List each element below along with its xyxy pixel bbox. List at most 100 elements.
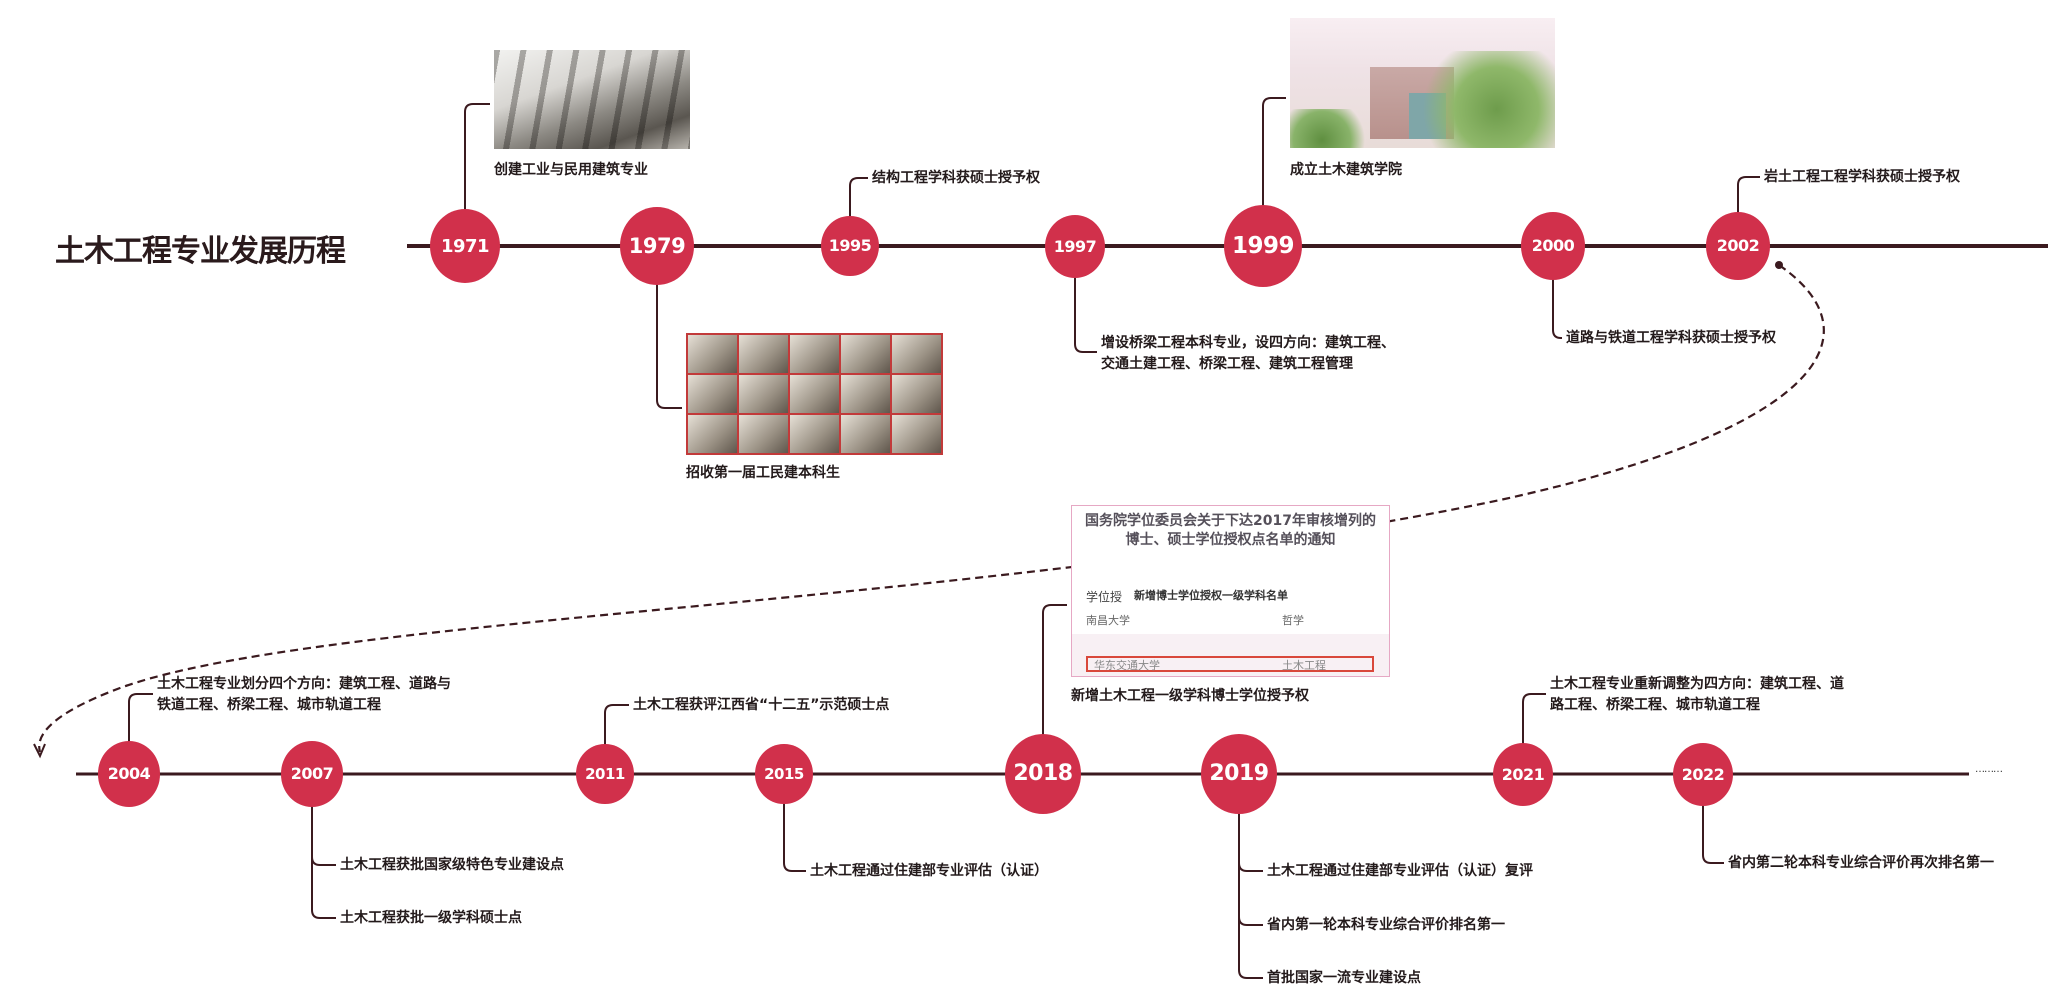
event-description: 新增土木工程一级学科博士学位授予权 bbox=[1071, 688, 1309, 704]
arrow-start-dot bbox=[1775, 261, 1783, 269]
collage-photo-tile bbox=[790, 335, 839, 373]
connector-line bbox=[604, 704, 629, 745]
year-label: 2018 bbox=[1013, 761, 1073, 787]
year-label: 2015 bbox=[764, 764, 804, 783]
event-description: 土木工程获批国家级特色专业建设点 bbox=[340, 857, 564, 873]
classroom-photo bbox=[494, 50, 690, 149]
building-photo bbox=[1290, 18, 1555, 148]
connector-line bbox=[1074, 276, 1097, 353]
collage-photo-tile bbox=[892, 375, 941, 413]
connector-line bbox=[783, 803, 806, 872]
year-node-2015[interactable]: 2015 bbox=[755, 743, 813, 805]
connector-line bbox=[1238, 812, 1263, 872]
dashed-continuation-arrow bbox=[38, 264, 1825, 753]
year-label: 2000 bbox=[1531, 236, 1575, 256]
document-header-right: 新增博士学位授权一级学科名单 bbox=[1134, 589, 1288, 602]
event-description: 土木工程获评江西省“十二五”示范硕士点 bbox=[633, 697, 890, 713]
connector-line bbox=[1042, 604, 1067, 736]
document-band bbox=[1072, 634, 1389, 676]
year-node-1997[interactable]: 1997 bbox=[1045, 214, 1105, 278]
event-description: 岩土工程工程学科获硕士授予权 bbox=[1764, 169, 1960, 185]
document-header-left: 学位授 bbox=[1086, 590, 1123, 604]
year-label: 1997 bbox=[1053, 236, 1097, 256]
event-description: 成立土木建筑学院 bbox=[1290, 162, 1402, 178]
document-title: 国务院学位委员会关于下达2017年审核增列的 博士、硕士学位授权点名单的通知 bbox=[1085, 513, 1376, 548]
year-label: 1995 bbox=[828, 236, 872, 256]
year-node-2000[interactable]: 2000 bbox=[1521, 212, 1585, 280]
collage-photo-tile bbox=[739, 335, 788, 373]
timeline-continuation: ……… bbox=[1975, 764, 2003, 775]
connector-line bbox=[128, 693, 153, 743]
connector-line bbox=[1238, 812, 1263, 979]
photo-collage bbox=[686, 333, 943, 455]
collage-photo-tile bbox=[790, 415, 839, 453]
year-node-1999[interactable]: 1999 bbox=[1224, 205, 1302, 287]
year-node-2007[interactable]: 2007 bbox=[281, 741, 343, 807]
collage-photo-tile bbox=[688, 375, 737, 413]
connector-line bbox=[656, 283, 682, 409]
year-label: 2021 bbox=[1501, 764, 1545, 784]
event-description: 土木工程获批一级学科硕士点 bbox=[340, 910, 522, 926]
year-node-2019[interactable]: 2019 bbox=[1201, 734, 1277, 814]
arrowhead-icon bbox=[33, 743, 46, 759]
document-row2-left: 华东交通大学 bbox=[1094, 659, 1160, 672]
connector-line bbox=[1262, 97, 1286, 207]
collage-photo-tile bbox=[841, 415, 890, 453]
connector-line bbox=[1238, 812, 1263, 926]
year-label: 1971 bbox=[440, 235, 490, 257]
building-photo-trees bbox=[1409, 50, 1555, 148]
collage-photo-tile bbox=[841, 375, 890, 413]
event-description: 省内第一轮本科专业综合评价排名第一 bbox=[1267, 917, 1505, 933]
event-description: 结构工程学科获硕士授予权 bbox=[872, 170, 1040, 186]
event-description: 招收第一届工民建本科生 bbox=[686, 465, 840, 481]
collage-photo-tile bbox=[841, 335, 890, 373]
year-node-1995[interactable]: 1995 bbox=[821, 215, 879, 277]
document-row2-right: 土木工程 bbox=[1282, 659, 1326, 672]
connector-line bbox=[849, 177, 868, 217]
collage-photo-tile bbox=[892, 335, 941, 373]
connector-line bbox=[1737, 176, 1760, 214]
event-description: 土木工程专业划分四个方向：建筑工程、道路与 铁道工程、桥梁工程、城市轨道工程 bbox=[157, 676, 451, 713]
year-node-1971[interactable]: 1971 bbox=[430, 209, 500, 283]
document-excerpt-image: 国务院学位委员会关于下达2017年审核增列的 博士、硕士学位授权点名单的通知 学… bbox=[1071, 505, 1390, 677]
connector-line bbox=[1552, 278, 1562, 339]
event-description: 道路与铁道工程学科获硕士授予权 bbox=[1566, 330, 1776, 346]
year-node-2021[interactable]: 2021 bbox=[1493, 742, 1553, 806]
collage-photo-tile bbox=[688, 415, 737, 453]
event-description: 省内第二轮本科专业综合评价再次排名第一 bbox=[1728, 855, 1994, 871]
event-description: 土木工程通过住建部专业评估（认证） bbox=[810, 863, 1048, 879]
event-description: 创建工业与民用建筑专业 bbox=[494, 162, 648, 178]
year-label: 1999 bbox=[1231, 232, 1295, 259]
event-description: 土木工程通过住建部专业评估（认证）复评 bbox=[1267, 863, 1533, 879]
collage-photo-tile bbox=[739, 375, 788, 413]
year-node-2018[interactable]: 2018 bbox=[1005, 734, 1081, 814]
connector-line bbox=[1522, 693, 1546, 744]
document-row1-right: 哲学 bbox=[1282, 614, 1304, 627]
year-node-2022[interactable]: 2022 bbox=[1673, 742, 1733, 806]
year-label: 2011 bbox=[585, 764, 625, 783]
page-title: 土木工程专业发展历程 bbox=[55, 234, 346, 269]
collage-photo-tile bbox=[790, 375, 839, 413]
connector-line bbox=[464, 103, 490, 211]
year-node-2004[interactable]: 2004 bbox=[98, 741, 160, 807]
event-description: 首批国家一流专业建设点 bbox=[1267, 970, 1421, 986]
collage-photo-tile bbox=[892, 415, 941, 453]
connector-line bbox=[1702, 804, 1724, 864]
building-photo-trees2 bbox=[1290, 109, 1370, 148]
connector-line bbox=[311, 805, 336, 919]
year-label: 2002 bbox=[1716, 236, 1760, 256]
year-label: 1979 bbox=[628, 233, 686, 258]
year-label: 2022 bbox=[1681, 764, 1725, 784]
event-description: 土木工程专业重新调整为四方向：建筑工程、道 路工程、桥梁工程、城市轨道工程 bbox=[1550, 676, 1844, 713]
year-label: 2019 bbox=[1209, 761, 1269, 787]
year-node-2002[interactable]: 2002 bbox=[1706, 212, 1770, 280]
event-description: 增设桥梁工程本科专业，设四方向：建筑工程、 交通土建工程、桥梁工程、建筑工程管理 bbox=[1101, 335, 1395, 372]
collage-photo-tile bbox=[739, 415, 788, 453]
year-label: 2007 bbox=[290, 764, 334, 784]
document-highlight-box bbox=[1086, 656, 1374, 672]
year-label: 2004 bbox=[107, 764, 151, 784]
year-node-2011[interactable]: 2011 bbox=[576, 743, 634, 805]
year-node-1979[interactable]: 1979 bbox=[620, 207, 694, 285]
collage-photo-tile bbox=[688, 335, 737, 373]
connector-line bbox=[311, 805, 336, 866]
